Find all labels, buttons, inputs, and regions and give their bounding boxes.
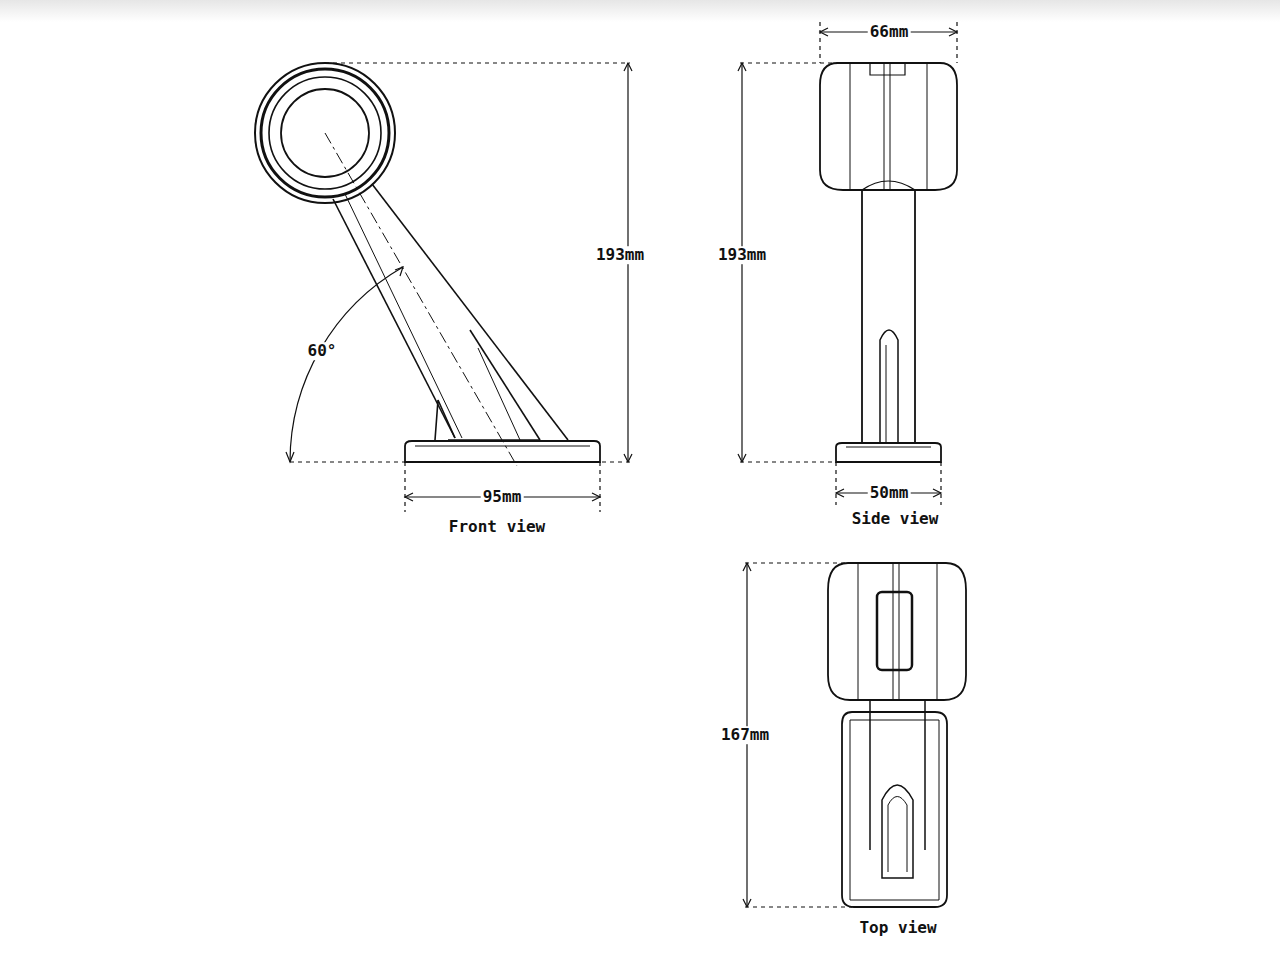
front-view-lamp (255, 63, 600, 462)
dimension-label: 66mm (868, 23, 911, 41)
side-view-dimension-arrows-stroke (738, 454, 746, 462)
front-view-lamp-stroke (415, 446, 590, 447)
side-view-lamp-stroke (886, 345, 887, 443)
front-view-dimension-lines (290, 63, 630, 512)
angle-label: 60° (306, 342, 339, 360)
view-caption: Front view (447, 518, 547, 536)
top-view-dimension-lines-stroke (745, 906, 852, 907)
side-view-dimension-arrows-stroke (738, 63, 746, 71)
front-view-lamp-stroke (435, 400, 455, 440)
side-view-dimension-lines-stroke (956, 22, 957, 63)
front-view-dimension-lines-stroke (290, 461, 630, 462)
front-view-lamp-stroke (478, 348, 520, 440)
front-view-dimension-arrows-stroke (624, 454, 632, 462)
side-view-dimension-lines (740, 22, 957, 505)
side-view-lamp-stroke (836, 443, 941, 462)
side-view-lamp-stroke (880, 330, 898, 443)
top-view-dimension-arrows-stroke (743, 563, 751, 571)
dimension-label: 50mm (868, 484, 911, 502)
side-view-lamp-stroke (884, 63, 890, 190)
front-view-dimension-lines-stroke (290, 267, 403, 462)
front-view-lamp-stroke (470, 330, 540, 440)
dimension-label: 167mm (719, 726, 771, 744)
dimension-label: 95mm (481, 488, 524, 506)
dimension-label: 193mm (716, 246, 768, 264)
top-view-lamp-stroke (877, 592, 912, 670)
top-view-lamp (828, 563, 966, 907)
front-view-dimension-lines-stroke (599, 462, 600, 512)
front-view-lamp-stroke (405, 441, 600, 462)
front-view-lamp-stroke (333, 199, 455, 438)
top-view-lamp-stroke (870, 700, 925, 850)
side-view-dimension-arrows-stroke (933, 489, 941, 497)
side-view-dimension-arrows-stroke (836, 489, 844, 497)
side-view-dimension-arrows-stroke (820, 28, 828, 36)
front-view-dimension-arrows-stroke (624, 63, 632, 71)
top-view-lamp-stroke (888, 797, 907, 873)
front-view-lamp-stroke (345, 194, 462, 438)
front-view-centerline-stroke (325, 133, 517, 466)
side-view-lamp (820, 63, 957, 462)
front-view-dimension-arrows (286, 63, 632, 501)
top-view-lamp-stroke (858, 563, 937, 700)
front-view-dimension-arrows-stroke (286, 452, 294, 462)
front-view-dimension-lines-stroke (325, 62, 630, 63)
side-view-lamp-stroke (846, 447, 931, 448)
side-view-dimension-lines-stroke (819, 22, 820, 63)
side-view-dimension-lines-stroke (940, 462, 941, 505)
front-view-centerline (325, 133, 517, 466)
front-view-dimension-lines-stroke (404, 462, 405, 512)
top-view-lamp-stroke (893, 563, 899, 700)
top-band (0, 0, 1280, 22)
top-view-lamp-stroke (842, 712, 947, 907)
top-view-dimension-lines-stroke (745, 562, 848, 563)
side-view-dimension-lines-stroke (740, 62, 838, 63)
side-view-lamp-stroke (870, 63, 905, 75)
top-view-lamp-stroke (828, 563, 966, 700)
view-caption: Side view (850, 510, 941, 528)
side-view-lamp-stroke (820, 63, 957, 190)
side-view-dimension-lines-stroke (740, 461, 836, 462)
dimension-label: 193mm (594, 246, 646, 264)
front-view-dimension-arrows-stroke (592, 493, 600, 501)
front-view-dimension-arrows-stroke (395, 267, 403, 276)
side-view-lamp-stroke (850, 63, 927, 190)
top-view-lamp-stroke (882, 785, 913, 878)
front-view-dimension-arrows-stroke (405, 493, 413, 501)
side-view-dimension-arrows (738, 28, 957, 497)
top-view-dimension-arrows-stroke (743, 899, 751, 907)
side-view-dimension-lines-stroke (835, 462, 836, 505)
side-view-lamp-stroke (862, 181, 915, 190)
side-view-dimension-arrows-stroke (949, 28, 957, 36)
side-view-lamp-stroke (862, 190, 915, 443)
view-caption: Top view (857, 919, 938, 937)
